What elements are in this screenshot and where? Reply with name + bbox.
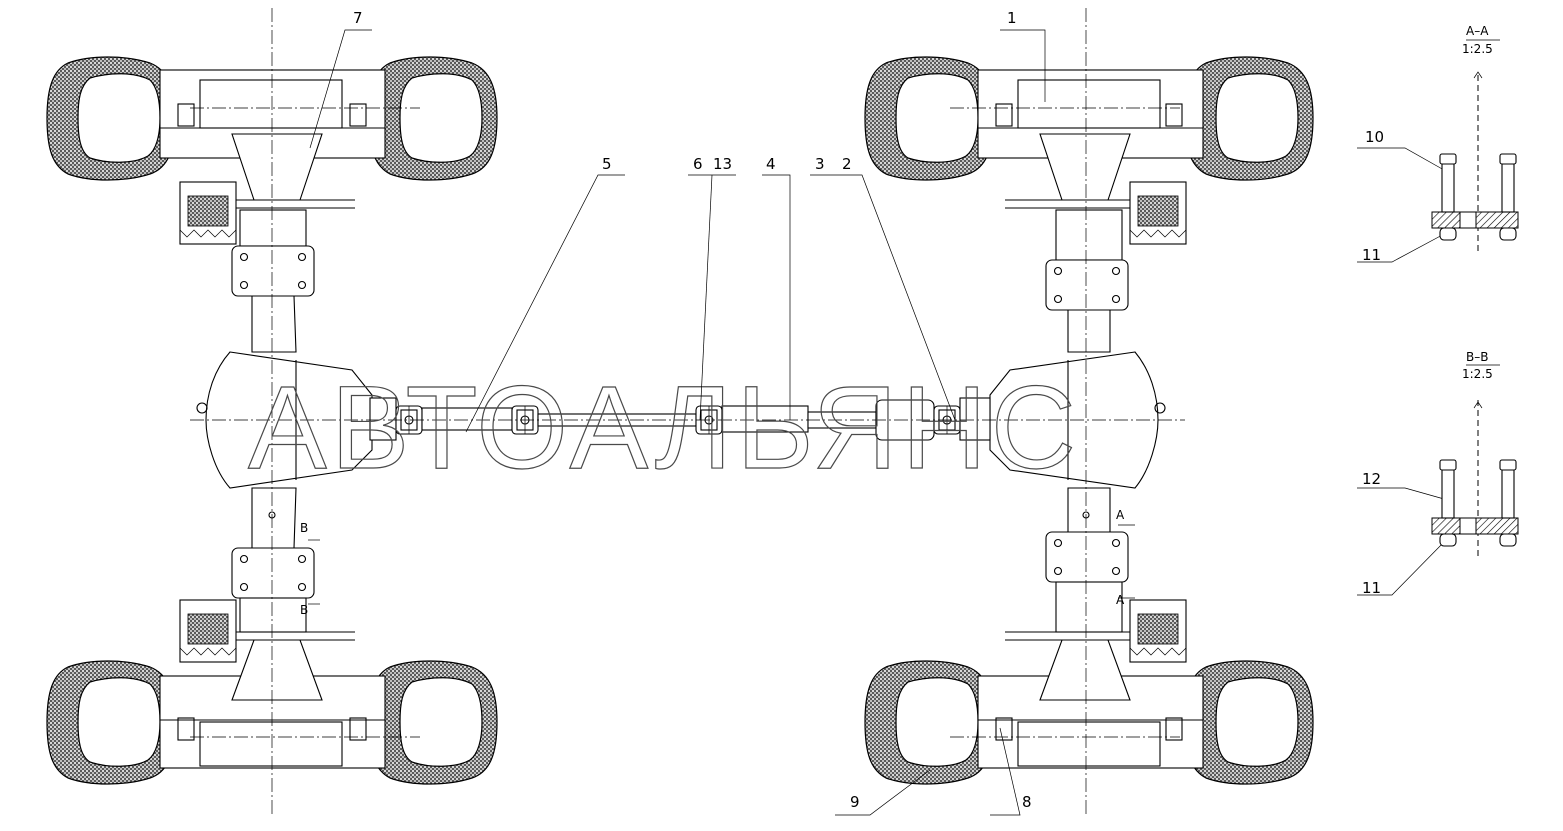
tire-rear-left-outer <box>46 660 176 785</box>
callout-12: 12 <box>1362 470 1381 488</box>
callout-1: 1 <box>1007 9 1017 27</box>
tire-front-left-outer <box>46 56 176 181</box>
tire-rear-right-inner <box>1184 660 1314 785</box>
spring-bottom-left <box>179 599 237 663</box>
tire-rear-left-inner <box>368 660 498 785</box>
section-a-a-title: A–A <box>1466 24 1489 38</box>
callout-3: 3 <box>815 155 825 173</box>
axle-beam-right <box>1045 209 1129 633</box>
callout-8: 8 <box>1022 793 1032 811</box>
callout-leaders <box>309 29 1447 816</box>
callout-11-b: 11 <box>1362 579 1381 597</box>
callout-7: 7 <box>353 9 363 27</box>
axle-beam-left <box>231 209 315 633</box>
final-drive-housing-top-right <box>1005 133 1131 209</box>
cut-mark-b-upper: B <box>300 521 308 535</box>
cut-mark-a-lower: A <box>1116 593 1125 607</box>
callout-10: 10 <box>1365 128 1384 146</box>
spring-top-right <box>1129 181 1187 245</box>
tire-front-right-outer <box>864 56 994 181</box>
hub-bottom-left <box>159 675 386 769</box>
section-a-a <box>1431 39 1519 255</box>
centre-lines <box>190 8 1185 815</box>
callout-6: 6 <box>693 155 703 173</box>
spring-top-left <box>179 181 237 245</box>
cut-mark-b-lower: B <box>300 603 308 617</box>
propeller-shaft <box>369 397 991 441</box>
section-a-a-scale: 1:2.5 <box>1462 42 1493 56</box>
cut-mark-a-upper: A <box>1116 508 1125 522</box>
callout-5: 5 <box>602 155 612 173</box>
cut-mark-b <box>308 539 320 605</box>
tire-rear-right-outer <box>864 660 994 785</box>
callout-9: 9 <box>850 793 860 811</box>
spring-bottom-right <box>1129 599 1187 663</box>
tire-front-right-inner <box>1184 56 1314 181</box>
callout-13: 13 <box>713 155 732 173</box>
section-b-b-title: B–B <box>1466 350 1488 364</box>
final-drive-housing-bottom-right <box>1005 631 1131 701</box>
watermark: АВТОАЛЬЯНС <box>248 362 1080 494</box>
callout-4: 4 <box>766 155 776 173</box>
tire-front-left-inner <box>368 56 498 181</box>
cut-mark-a <box>1118 524 1135 599</box>
final-drive-housing-top-left <box>231 133 355 209</box>
section-b-b-scale: 1:2.5 <box>1462 367 1493 381</box>
section-b-b <box>1431 364 1519 560</box>
callout-11-a: 11 <box>1362 246 1381 264</box>
callout-2: 2 <box>842 155 852 173</box>
